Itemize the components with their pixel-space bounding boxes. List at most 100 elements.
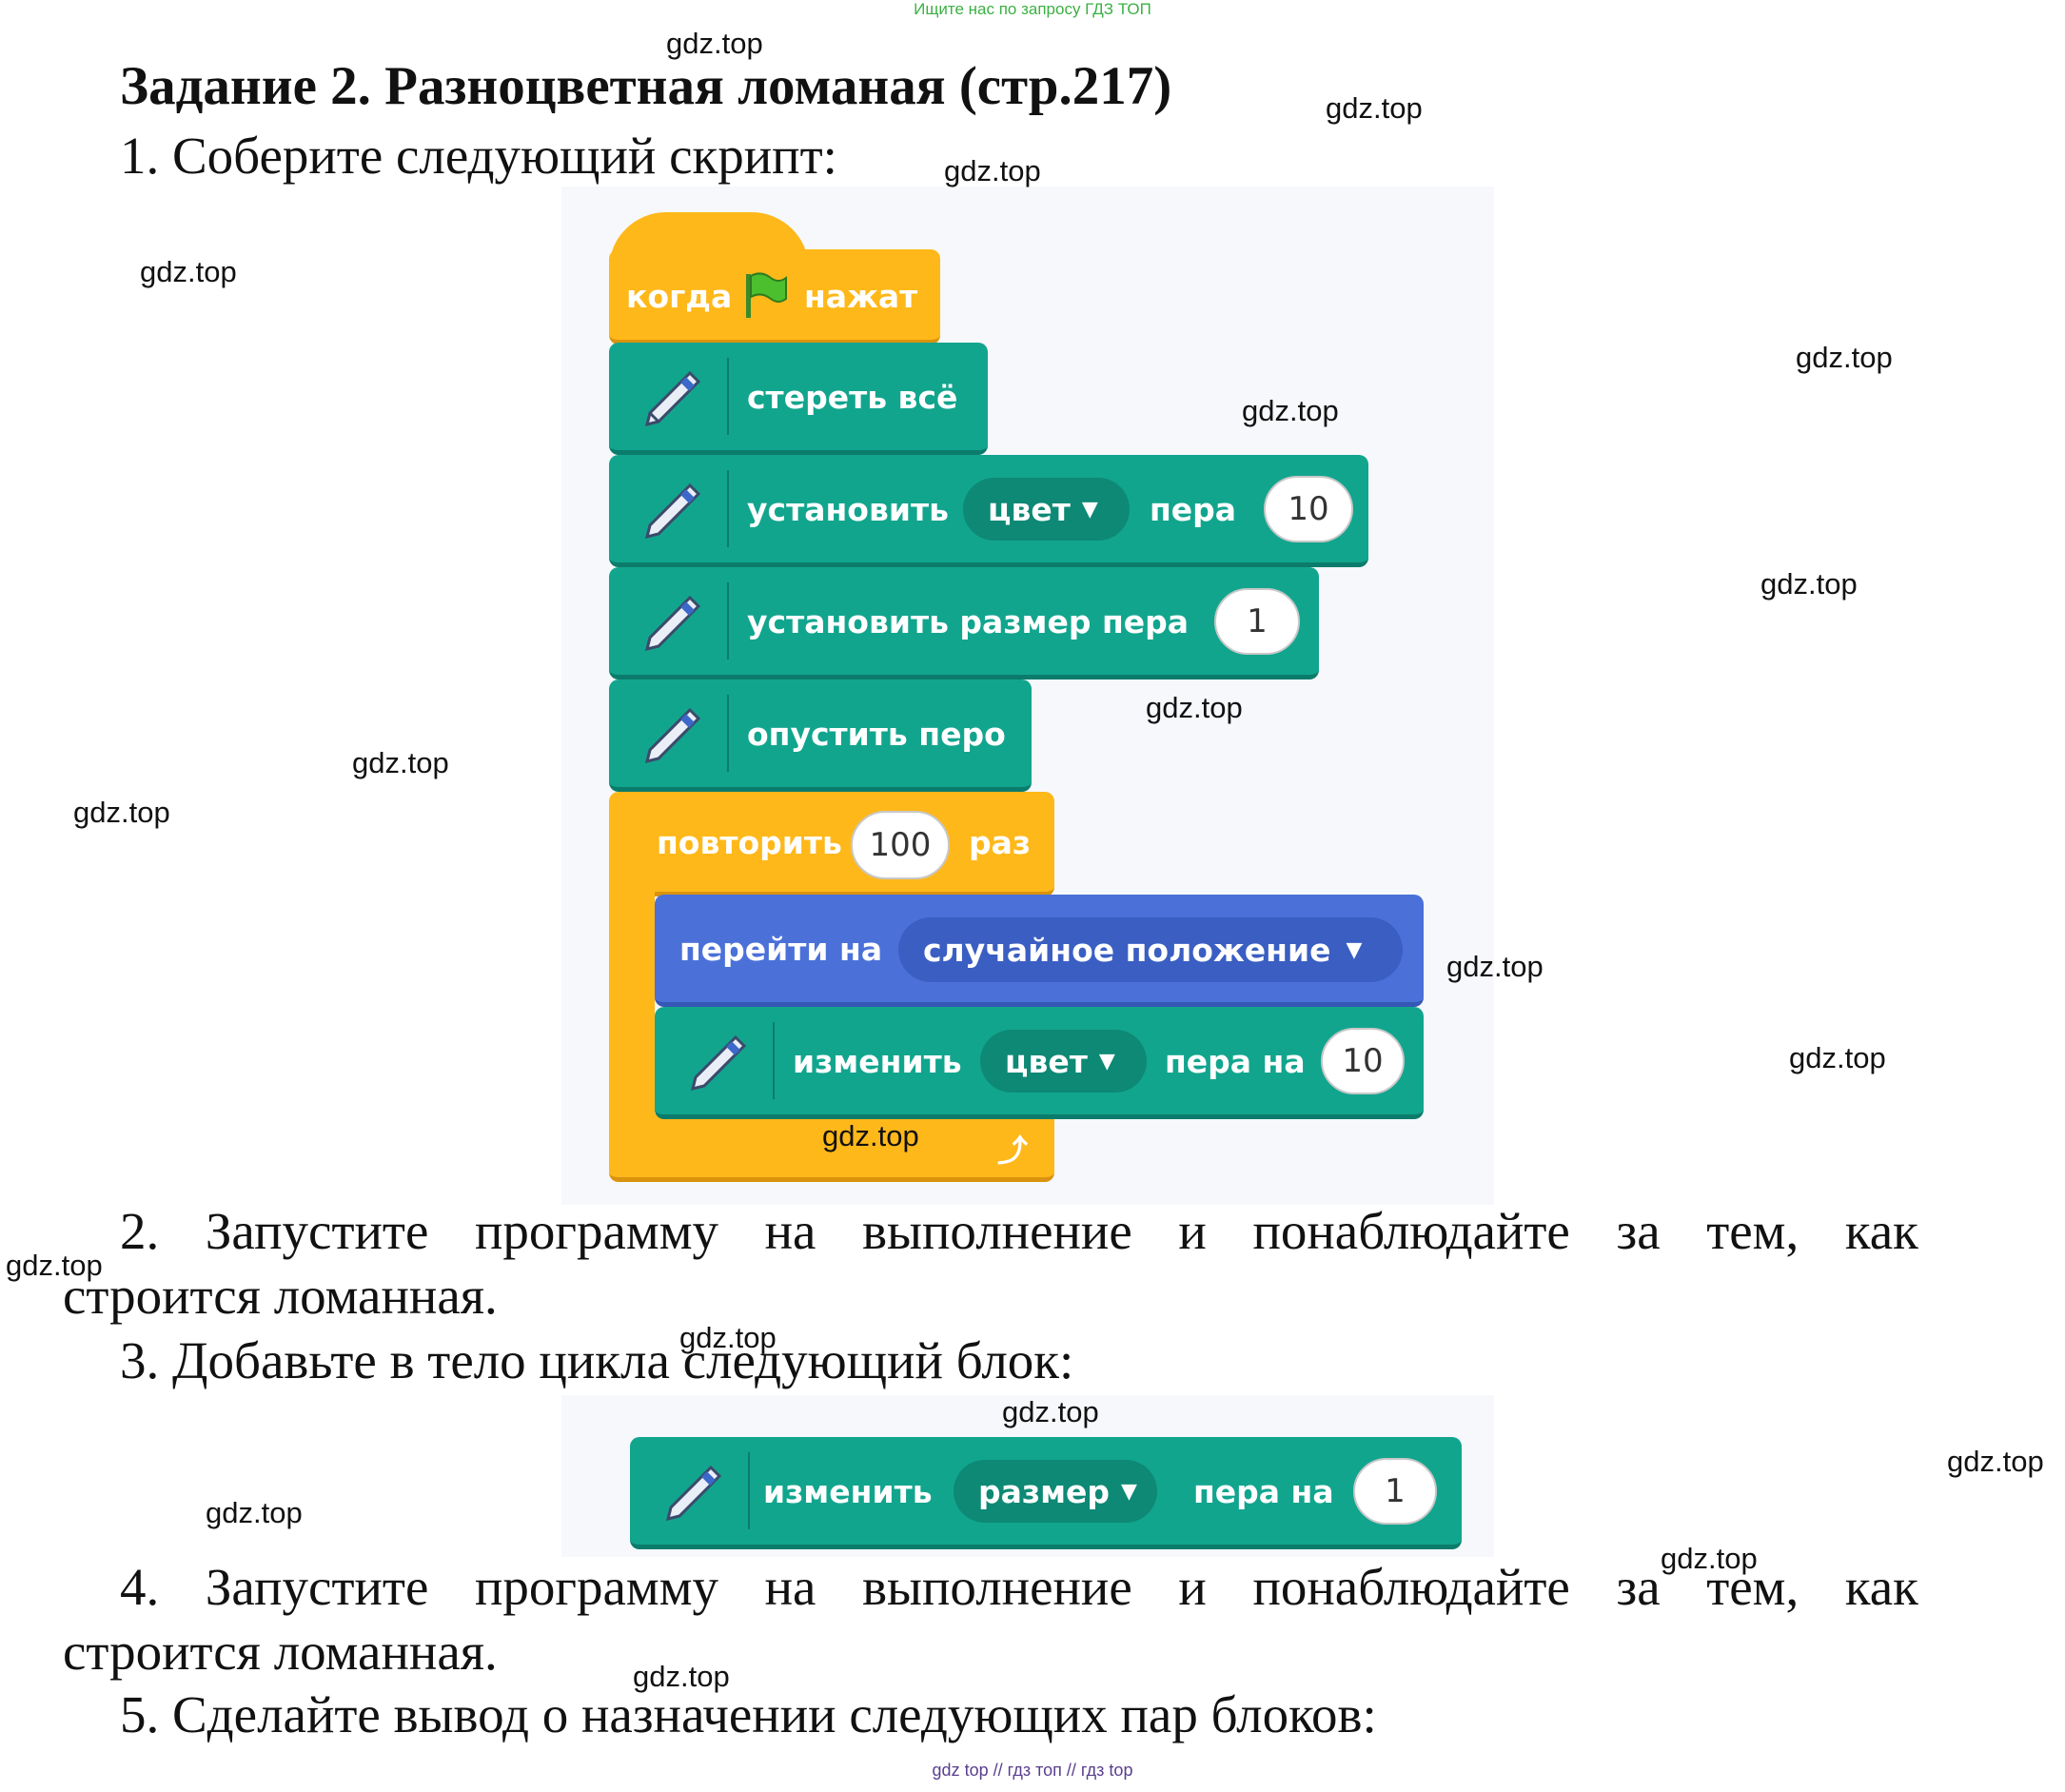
divider (727, 470, 729, 547)
erase-all-label: стереть всё (747, 379, 958, 416)
watermark: gdz.top (6, 1249, 103, 1282)
step-5: 5. Сделайте вывод о назначении следующих… (120, 1685, 1377, 1743)
change-value-input[interactable]: 10 (1321, 1028, 1405, 1094)
step-2-continuation: строится ломанная. (63, 1267, 498, 1325)
chevron-down-icon: ▼ (1346, 937, 1363, 962)
pen-by-label: пера на (1193, 1473, 1334, 1510)
size-dropdown[interactable]: размер ▼ (954, 1460, 1157, 1523)
watermark: gdz.top (1326, 91, 1423, 125)
watermark: gdz.top (633, 1660, 730, 1693)
word: на (764, 1202, 816, 1260)
green-flag-icon (746, 272, 787, 318)
search-banner: Ищите нас по запросу ГДЗ ТОП (914, 0, 1151, 18)
watermark: gdz.top (822, 1119, 919, 1152)
times-label: раз (969, 824, 1032, 861)
repeat-label: повторить (657, 824, 842, 861)
goto-block[interactable]: перейти на случайное положение ▼ (655, 895, 1424, 1007)
set-label: установить (747, 491, 949, 528)
color-dropdown[interactable]: цвет ▼ (963, 478, 1130, 541)
watermark: gdz.top (1446, 950, 1544, 983)
step-4: 4. Запустите программу на выполнение и п… (120, 1557, 1918, 1617)
chevron-down-icon: ▼ (1081, 497, 1098, 522)
word: 2. (120, 1202, 160, 1260)
pen-icon (644, 482, 701, 540)
clicked-label: нажат (804, 278, 918, 315)
pen-label: пера (1150, 491, 1237, 528)
size-value-input[interactable]: 1 (1214, 588, 1300, 655)
size-change-input[interactable]: 1 (1353, 1458, 1437, 1525)
change-label: изменить (763, 1473, 933, 1510)
watermark: gdz.top (1146, 691, 1243, 724)
pen-icon (644, 595, 701, 652)
word: за (1616, 1558, 1661, 1616)
color-dropdown-value: цвет (988, 490, 1071, 528)
divider (727, 695, 729, 772)
size-dropdown-value: размер (978, 1472, 1111, 1510)
word: и (1178, 1202, 1207, 1260)
word: Запустите (205, 1202, 429, 1260)
change-pen-size-block[interactable]: изменить размер ▼ пера на 1 (630, 1437, 1462, 1549)
step-3: 3. Добавьте в тело цикла следующий блок: (120, 1331, 1074, 1389)
watermark: gdz.top (1796, 341, 1893, 374)
color-value-input[interactable]: 10 (1264, 476, 1353, 542)
loop-arrow-icon: ⤴ (997, 1132, 1029, 1169)
repeat-arm (609, 885, 655, 1123)
word: как (1844, 1202, 1918, 1260)
position-dropdown-value: случайное положение (923, 931, 1331, 969)
repeat-header: повторить 100 раз (609, 792, 1054, 896)
pen-down-label: опустить перо (747, 716, 1006, 753)
watermark: gdz.top (1760, 567, 1858, 601)
divider (727, 358, 729, 435)
change-pen-color-block[interactable]: изменить цвет ▼ пера на 10 (655, 1007, 1424, 1119)
repeat-footer: ⤴ (609, 1113, 1054, 1182)
color-dropdown[interactable]: цвет ▼ (980, 1030, 1147, 1093)
set-pen-color-block[interactable]: установить цвет ▼ пера 10 (609, 455, 1368, 567)
set-pen-size-block[interactable]: установить размер пера 1 (609, 567, 1319, 679)
word: программу (474, 1202, 718, 1260)
watermark: gdz.top (206, 1496, 303, 1529)
watermark: gdz.top (1242, 394, 1339, 427)
watermark: gdz.top (679, 1321, 777, 1354)
pen-icon (644, 370, 701, 427)
word: тем, (1706, 1202, 1800, 1260)
word: Запустите (205, 1558, 429, 1616)
word: выполнение (862, 1558, 1132, 1616)
position-dropdown[interactable]: случайное положение ▼ (898, 917, 1403, 982)
watermark: gdz.top (1789, 1041, 1886, 1074)
watermark: gdz.top (666, 27, 763, 60)
pen-down-block[interactable]: опустить перо (609, 679, 1032, 792)
watermark: gdz.top (1947, 1445, 2044, 1478)
word: выполнение (862, 1202, 1132, 1260)
word: понаблюдайте (1252, 1558, 1570, 1616)
color-dropdown-value: цвет (1005, 1042, 1088, 1080)
pen-icon (690, 1034, 747, 1092)
watermark: gdz.top (140, 255, 237, 288)
pen-icon (665, 1465, 722, 1522)
when-label: когда (626, 278, 733, 315)
word: как (1844, 1558, 1918, 1616)
word: на (764, 1558, 816, 1616)
set-size-label: установить размер пера (747, 603, 1190, 640)
step-1: 1. Соберите следующий скрипт: (120, 127, 837, 185)
bottom-watermark: gdz top // гдз топ // гдз top (932, 1761, 1133, 1780)
change-label: изменить (793, 1043, 962, 1080)
divider (748, 1452, 750, 1529)
task-title: Задание 2. Разноцветная ломаная (стр.217… (120, 56, 1172, 116)
chevron-down-icon: ▼ (1098, 1049, 1115, 1073)
word: понаблюдайте (1252, 1202, 1570, 1260)
goto-label: перейти на (679, 931, 883, 968)
divider (773, 1022, 775, 1099)
pen-icon (644, 707, 701, 764)
step-4-continuation: строится ломанная. (63, 1623, 498, 1681)
divider (727, 582, 729, 660)
watermark: gdz.top (73, 796, 170, 829)
watermark: gdz.top (1002, 1395, 1099, 1428)
word: и (1178, 1558, 1207, 1616)
watermark: gdz.top (352, 746, 449, 779)
repeat-count-input[interactable]: 100 (851, 811, 950, 879)
when-flag-clicked-block[interactable]: когда нажат (609, 249, 940, 345)
pen-by-label: пера на (1165, 1043, 1306, 1080)
chevron-down-icon: ▼ (1121, 1479, 1137, 1504)
word: за (1616, 1202, 1661, 1260)
erase-all-block[interactable]: стереть всё (609, 343, 988, 455)
